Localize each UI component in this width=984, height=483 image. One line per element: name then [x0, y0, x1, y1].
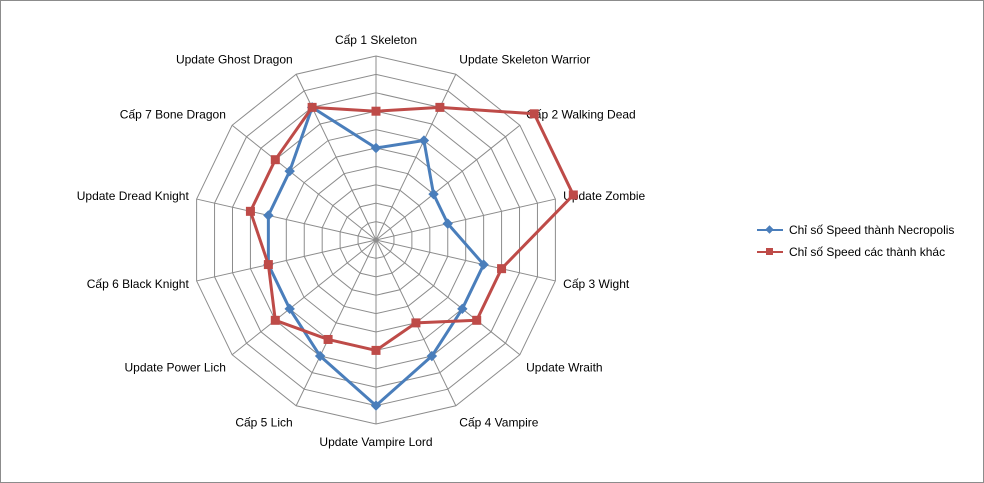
- series-1-point-4: [442, 218, 453, 229]
- legend-swatch-other-towns: [757, 246, 783, 258]
- category-label-14: Update Ghost Dragon: [176, 53, 293, 67]
- series-2-point-12: [245, 206, 255, 216]
- category-label-11: Cấp 6 Black Knight: [87, 277, 190, 291]
- series-1-point-3: [428, 188, 439, 200]
- series-2-point-1: [371, 106, 381, 116]
- series-1-point-12: [263, 210, 274, 221]
- spoke-6: [375, 239, 521, 356]
- spoke-5: [375, 239, 556, 282]
- category-label-8: Update Vampire Lord: [319, 435, 432, 449]
- category-label-13: Cấp 7 Bone Dragon: [120, 108, 226, 122]
- category-label-1: Cấp 1 Skeleton: [335, 33, 417, 47]
- category-label-4: Update Zombie: [563, 189, 645, 203]
- series-1-point-9: [314, 350, 326, 362]
- series-2-point-11: [263, 260, 273, 270]
- category-label-7: Cấp 4 Vampire: [459, 415, 538, 429]
- spoke-3: [375, 124, 521, 241]
- series-2-point-3: [529, 109, 539, 119]
- spoke-10: [231, 239, 377, 356]
- spoke-9: [295, 239, 377, 406]
- series-2-point-14: [307, 102, 317, 112]
- legend-item-necropolis: Chỉ số Speed thành Necropolis: [757, 219, 954, 241]
- spoke-11: [196, 239, 377, 282]
- spoke-2: [375, 74, 457, 241]
- series-1-point-13: [284, 165, 295, 177]
- series-1-point-2: [418, 135, 430, 146]
- category-label-2: Update Skeleton Warrior: [459, 53, 590, 67]
- series-2-point-10: [270, 315, 280, 325]
- series-2-point-9: [323, 334, 333, 344]
- legend: Chỉ số Speed thành Necropolis Chỉ số Spe…: [757, 219, 954, 263]
- series-2-point-2: [435, 102, 445, 112]
- spoke-14: [295, 74, 377, 241]
- category-label-9: Cấp 5 Lich: [235, 415, 292, 429]
- series-2-point-4: [568, 190, 578, 200]
- spoke-4: [375, 198, 556, 241]
- series-2-point-5: [497, 264, 507, 274]
- category-label-5: Cấp 3 Wight: [563, 277, 630, 291]
- spoke-13: [231, 124, 377, 241]
- legend-item-other-towns: Chỉ số Speed các thành khác: [757, 241, 954, 263]
- series-2-point-7: [411, 318, 421, 328]
- series-2-point-13: [270, 155, 280, 165]
- category-label-6: Update Wraith: [526, 360, 602, 374]
- series-2-point-6: [472, 315, 482, 325]
- legend-label-other-towns: Chỉ số Speed các thành khác: [789, 245, 946, 259]
- legend-label-necropolis: Chỉ số Speed thành Necropolis: [789, 223, 955, 237]
- series-2-point-8: [371, 345, 381, 355]
- series-1-point-10: [284, 303, 295, 315]
- series-1-point-1: [370, 142, 382, 154]
- category-label-3: Cấp 2 Walking Dead: [526, 108, 636, 122]
- legend-swatch-necropolis: [757, 224, 783, 236]
- series-1-point-8: [370, 400, 382, 411]
- series-1-point-5: [478, 259, 489, 270]
- series-1-point-7: [426, 350, 438, 362]
- category-label-12: Update Dread Knight: [77, 189, 190, 203]
- category-label-10: Update Power Lich: [124, 360, 225, 374]
- series-1-point-6: [457, 303, 468, 315]
- spoke-12: [196, 198, 377, 241]
